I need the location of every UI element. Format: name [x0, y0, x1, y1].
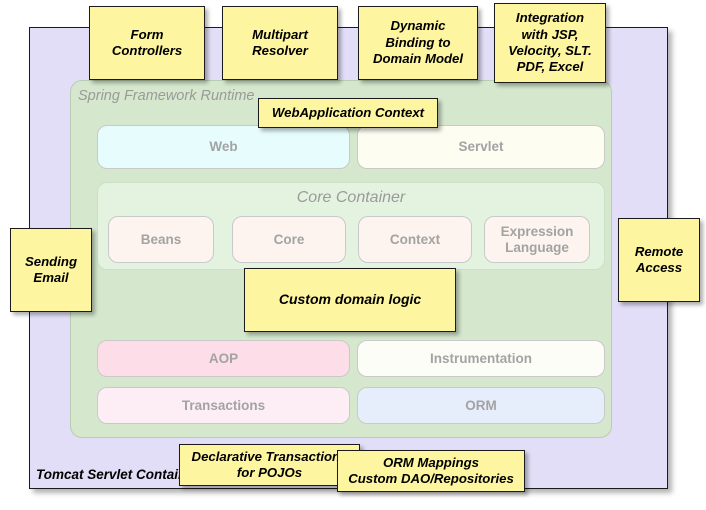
module-context-label: Context: [389, 231, 441, 247]
core-container-label: Core Container: [296, 189, 406, 206]
module-orm-label: ORM: [465, 397, 497, 413]
module-expression-language-label: Expression Language: [500, 223, 574, 255]
note-declarative-transactions[interactable]: Declarative Transactions for POJOs: [179, 444, 360, 486]
module-aop[interactable]: AOP: [97, 340, 350, 377]
module-core-label: Core: [273, 231, 305, 247]
module-servlet-label: Servlet: [458, 139, 504, 155]
note-remote-access[interactable]: Remote Access: [618, 218, 700, 302]
module-beans[interactable]: Beans: [108, 216, 214, 263]
module-aop-label: AOP: [208, 350, 239, 366]
note-form-controllers[interactable]: Form Controllers: [89, 6, 205, 80]
module-servlet[interactable]: Servlet: [357, 125, 605, 169]
module-web-label: Web: [209, 139, 238, 155]
note-multipart-resolver[interactable]: Multipart Resolver: [222, 6, 338, 80]
module-instrumentation-label: Instrumentation: [429, 350, 532, 366]
module-context[interactable]: Context: [358, 216, 472, 263]
module-orm[interactable]: ORM: [357, 387, 605, 424]
module-expression-language[interactable]: Expression Language: [484, 216, 590, 263]
module-transactions-label: Transactions: [181, 397, 266, 413]
module-instrumentation[interactable]: Instrumentation: [357, 340, 605, 377]
note-custom-domain-logic[interactable]: Custom domain logic: [244, 268, 456, 332]
module-web[interactable]: Web: [97, 125, 350, 169]
module-transactions[interactable]: Transactions: [97, 387, 350, 424]
module-beans-label: Beans: [140, 231, 182, 247]
note-sending-email[interactable]: Sending Email: [10, 228, 92, 312]
note-dynamic-binding[interactable]: Dynamic Binding to Domain Model: [358, 6, 478, 80]
module-core[interactable]: Core: [232, 216, 346, 263]
spring-framework-runtime-label: Spring Framework Runtime: [78, 88, 255, 104]
note-webapplication-context[interactable]: WebApplication Context: [258, 98, 438, 128]
note-orm-mappings[interactable]: ORM Mappings Custom DAO/Repositories: [337, 450, 525, 492]
note-integration-views[interactable]: Integration with JSP, Velocity, SLT. PDF…: [494, 3, 606, 83]
tomcat-servlet-container-label: Tomcat Servlet Container: [36, 467, 200, 482]
